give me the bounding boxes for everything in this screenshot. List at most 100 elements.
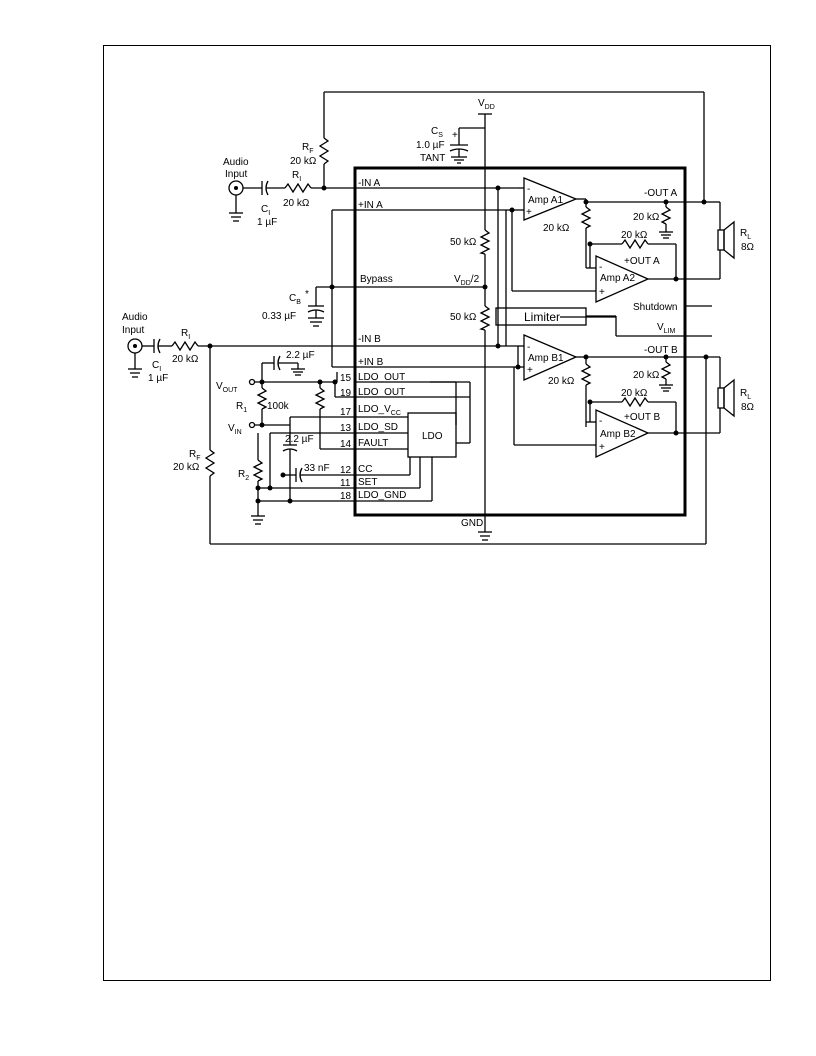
svg-text:CI: CI — [152, 360, 161, 373]
svg-text:8Ω: 8Ω — [741, 402, 755, 413]
svg-text:33 nF: 33 nF — [304, 463, 330, 474]
svg-text:2.2 µF: 2.2 µF — [286, 350, 315, 361]
svg-text:Audio: Audio — [122, 312, 148, 323]
svg-text:R2: R2 — [238, 469, 249, 482]
amp-a1: Amp A1 - + -OUT A 20 kΩ 20 kΩ — [495, 177, 707, 268]
bypass-network: CB * 0.33 µF VDD/2 — [262, 209, 518, 368]
limiter-shutdown: Shutdown Limiter VLIM — [495, 188, 712, 346]
svg-text:18: 18 — [340, 491, 352, 502]
svg-text:2.2 µF: 2.2 µF — [285, 434, 314, 445]
svg-text:TANT: TANT — [420, 153, 445, 164]
svg-text:-: - — [599, 262, 602, 273]
svg-text:1 µF: 1 µF — [257, 217, 277, 228]
svg-text:12: 12 — [340, 465, 352, 476]
svg-text:20 kΩ: 20 kΩ — [621, 388, 648, 399]
svg-text:8Ω: 8Ω — [741, 242, 755, 253]
amp-b1: - Amp B1 + -OUT B 20 kΩ 20 kΩ — [515, 334, 720, 427]
pin-in-b-neg: -IN B — [358, 334, 381, 345]
svg-text:+OUT A: +OUT A — [624, 256, 660, 267]
pin-in-a-pos: +IN A — [358, 200, 383, 211]
svg-text:VDD: VDD — [478, 98, 495, 111]
ldo-pin-table: 15 LDO_OUT 19 LDO_OUT 17 LDO_VCC 13 LDO_… — [262, 372, 432, 502]
svg-text:RI: RI — [181, 328, 190, 341]
svg-text:20 kΩ: 20 kΩ — [290, 156, 317, 167]
svg-text:+: + — [452, 130, 458, 141]
svg-text:CC: CC — [358, 464, 372, 475]
svg-text:VOUT: VOUT — [216, 381, 238, 394]
svg-text:LDO: LDO — [422, 431, 443, 442]
svg-text:Amp A1: Amp A1 — [528, 195, 563, 206]
svg-text:20 kΩ: 20 kΩ — [621, 230, 648, 241]
svg-text:1.0 µF: 1.0 µF — [416, 140, 445, 151]
svg-text:LDO_OUT: LDO_OUT — [358, 387, 405, 398]
audio-input-b: Audio Input CI 1 µF RI 20 kΩ — [122, 312, 518, 384]
svg-text:LDO_SD: LDO_SD — [358, 422, 398, 433]
gnd-terminal: GND — [461, 515, 492, 541]
speaker-a: RL 8Ω — [704, 201, 755, 279]
page-frame — [103, 45, 771, 981]
svg-text:20 kΩ: 20 kΩ — [173, 462, 200, 473]
svg-text:20 kΩ: 20 kΩ — [283, 198, 310, 209]
cs-capacitor: + CS 1.0 µF TANT — [416, 126, 485, 164]
svg-text:RL: RL — [740, 388, 751, 401]
ldo-block: LDO — [407, 381, 471, 501]
svg-text:15: 15 — [340, 373, 352, 384]
svg-text:RI: RI — [292, 170, 301, 183]
svg-text:Input: Input — [122, 325, 144, 336]
svg-text:VIN: VIN — [228, 423, 242, 436]
pin-in-b-pos: +IN B — [358, 357, 384, 368]
svg-text:CB: CB — [289, 293, 301, 306]
svg-text:-: - — [599, 416, 602, 427]
svg-text:Audio: Audio — [223, 157, 249, 168]
svg-text:-OUT B: -OUT B — [644, 345, 678, 356]
audio-input-a: Audio Input CI 1 µF RI 20 kΩ — [223, 157, 518, 228]
svg-text:-: - — [527, 342, 530, 353]
svg-text:+: + — [599, 287, 605, 298]
svg-text:-: - — [527, 184, 530, 195]
svg-text:20 kΩ: 20 kΩ — [172, 354, 199, 365]
svg-text:Amp B2: Amp B2 — [600, 429, 636, 440]
svg-text:RL: RL — [740, 228, 751, 241]
svg-text:SET: SET — [358, 477, 377, 488]
speaker-b: RL 8Ω — [717, 357, 755, 433]
svg-text:+OUT B: +OUT B — [624, 412, 661, 423]
svg-text:0.33 µF: 0.33 µF — [262, 311, 296, 322]
svg-text:Amp A2: Amp A2 — [600, 273, 635, 284]
pin-in-a-neg: -IN A — [358, 178, 381, 189]
svg-text:17: 17 — [340, 407, 352, 418]
svg-text:50 kΩ: 50 kΩ — [450, 312, 477, 323]
ic-package-outline — [353, 166, 687, 517]
svg-text:Shutdown: Shutdown — [633, 302, 677, 313]
svg-text:RF: RF — [189, 449, 201, 462]
svg-text:+: + — [599, 442, 605, 453]
svg-text:Limiter: Limiter — [524, 310, 560, 324]
svg-text:LDO_OUT: LDO_OUT — [358, 372, 405, 383]
svg-text:Input: Input — [225, 169, 247, 180]
svg-text:-OUT A: -OUT A — [644, 188, 677, 199]
divider-50k: 50 kΩ 50 kΩ — [450, 229, 491, 331]
amp-a2: 20 kΩ - Amp A2 + +OUT A — [511, 210, 720, 303]
svg-text:RF: RF — [302, 142, 314, 155]
svg-text:50 kΩ: 50 kΩ — [450, 237, 477, 248]
svg-text:20 kΩ: 20 kΩ — [548, 376, 575, 387]
svg-text:*: * — [305, 289, 309, 300]
svg-text:Amp B1: Amp B1 — [528, 353, 564, 364]
svg-text:13: 13 — [340, 423, 352, 434]
svg-text:VDD/2: VDD/2 — [454, 274, 480, 287]
feedback-loop-b: RF 20 kΩ — [173, 346, 707, 545]
svg-text:20 kΩ: 20 kΩ — [633, 370, 660, 381]
svg-text:FAULT: FAULT — [358, 438, 388, 449]
svg-text:20 kΩ: 20 kΩ — [633, 212, 660, 223]
ldo-external: VOUT 2.2 µF R1 100k VIN — [216, 350, 338, 525]
svg-text:LDO_VCC: LDO_VCC — [358, 404, 401, 417]
svg-text:GND: GND — [461, 518, 483, 529]
svg-text:+: + — [527, 365, 533, 376]
svg-text:20 kΩ: 20 kΩ — [543, 223, 570, 234]
svg-text:CI: CI — [261, 204, 270, 217]
amp-b2: 20 kΩ - Amp B2 + +OUT B — [513, 367, 720, 459]
svg-text:19: 19 — [340, 388, 352, 399]
svg-text:11: 11 — [340, 478, 351, 489]
svg-text:+: + — [526, 207, 532, 218]
svg-text:100k: 100k — [267, 401, 290, 412]
